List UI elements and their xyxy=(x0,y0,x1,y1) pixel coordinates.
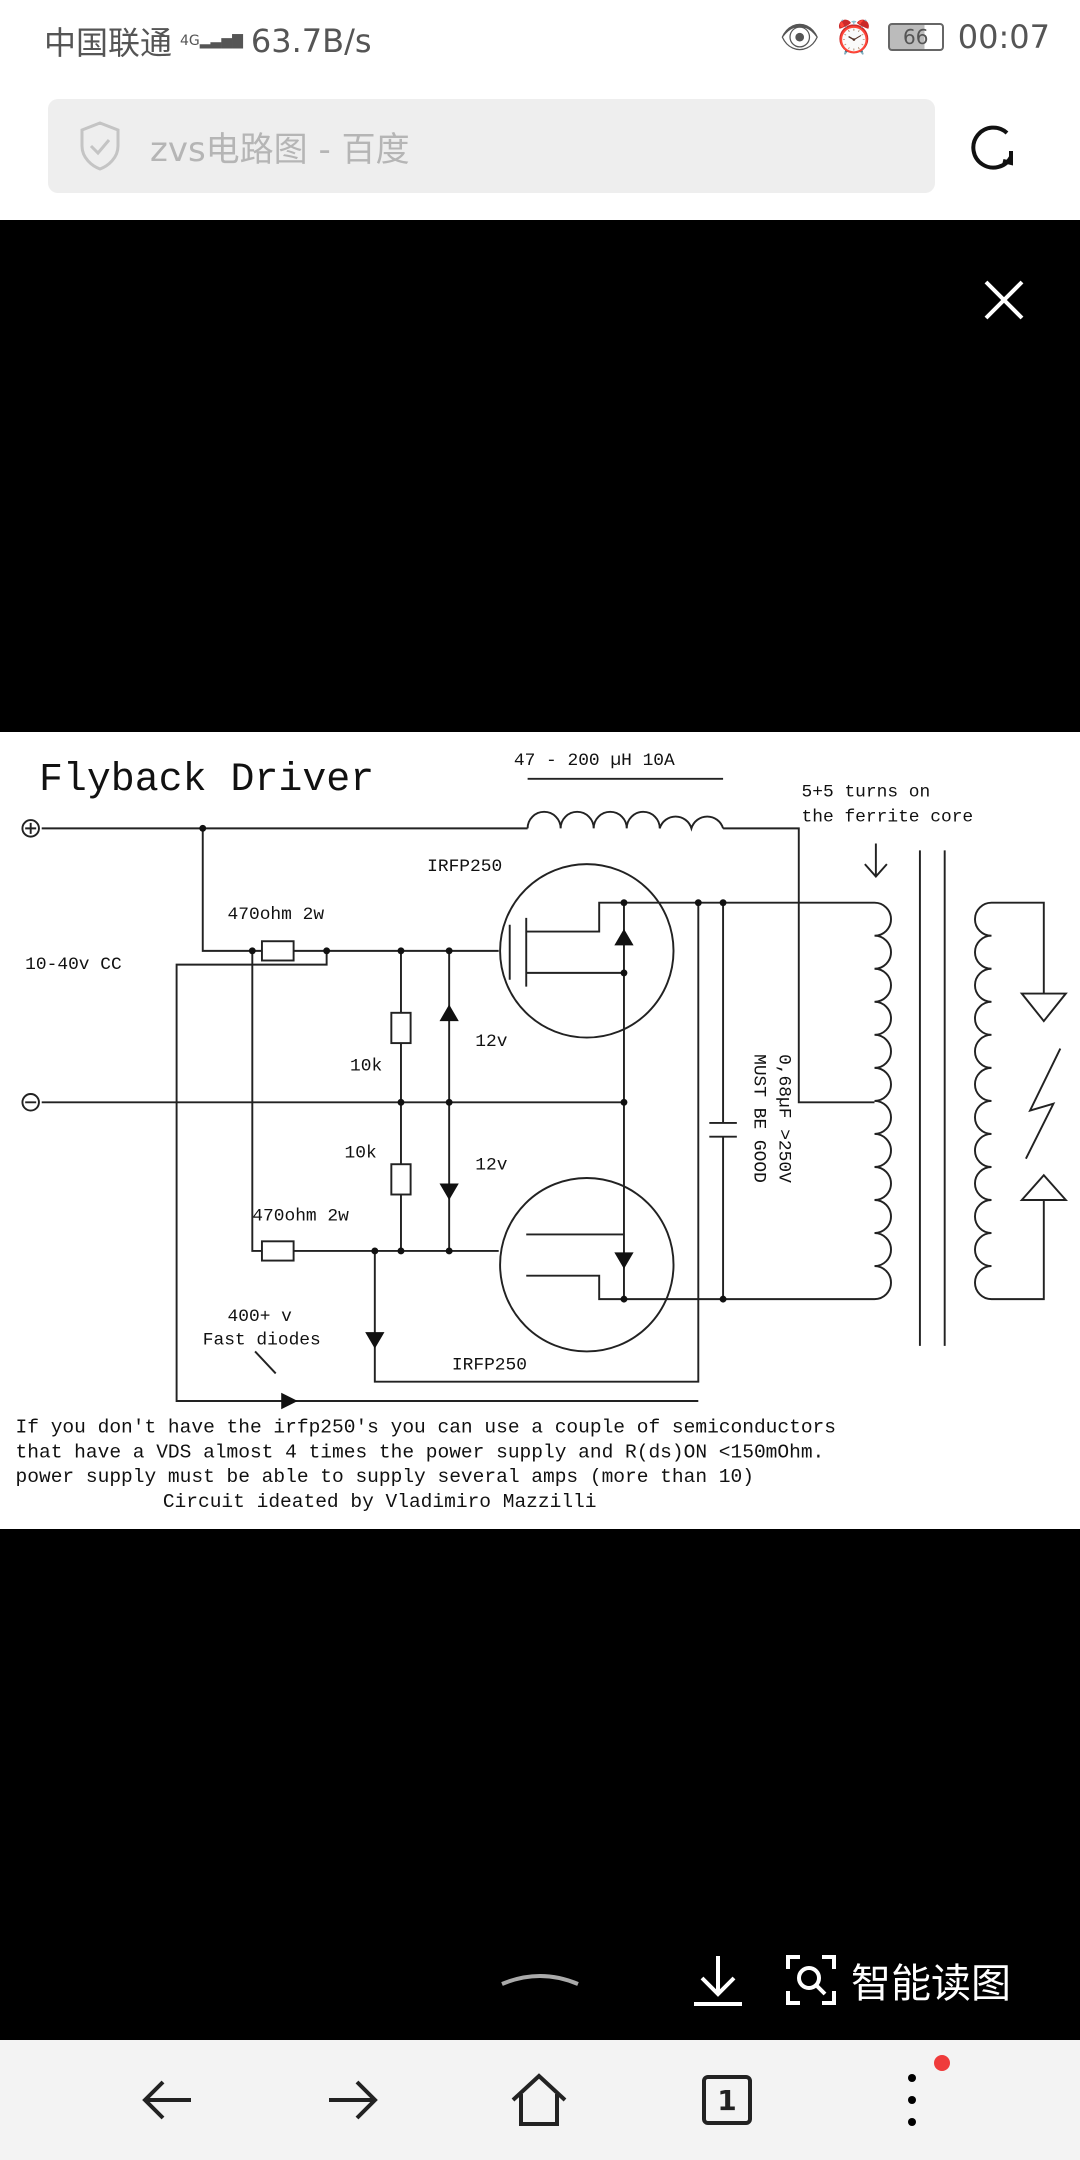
resistor-top-label: 470ohm 2w xyxy=(228,905,325,925)
forward-icon[interactable] xyxy=(323,2070,383,2130)
r10k-label-2: 10k xyxy=(345,1143,377,1163)
alarm-icon: ⏰ xyxy=(833,18,874,56)
note-line-1: If you don't have the irfp250's you can … xyxy=(16,1417,836,1439)
network-speed: 63.7B/s xyxy=(250,22,372,60)
shield-check-icon xyxy=(80,121,120,171)
diagram-title: Flyback Driver xyxy=(39,757,374,802)
capacitor-label-2: MUST BE GOOD xyxy=(749,1054,769,1183)
status-bar: 中国联通 4G▂▃▅▇ 63.7B/s 👁 ⏰ 66 00:07 xyxy=(0,0,1080,80)
url-bar[interactable]: zvs电路图 - 百度 xyxy=(48,99,935,193)
credit-line: Circuit ideated by Vladimiro Mazzilli xyxy=(163,1491,597,1513)
zener-label-2: 12v xyxy=(475,1156,507,1176)
mosfet-bottom-label: IRFP250 xyxy=(452,1355,527,1375)
signal-icon: 4G▂▃▅▇ xyxy=(180,33,243,49)
r10k-label-1: 10k xyxy=(350,1057,382,1077)
circuit-diagram: Flyback Driver 47 - 200 µH 10A 5+5 turns… xyxy=(16,751,1068,1513)
resistor-bottom-label: 470ohm 2w xyxy=(252,1207,349,1227)
menu-icon[interactable] xyxy=(882,2070,942,2130)
download-icon[interactable] xyxy=(690,1950,746,2010)
transformer-label-2: the ferrite core xyxy=(802,807,974,827)
tabs-button[interactable]: 1 xyxy=(702,2075,752,2125)
carrier: 中国联通 xyxy=(44,24,173,62)
scan-search-icon xyxy=(786,1955,836,2005)
note-line-3: power supply must be able to supply seve… xyxy=(16,1466,754,1488)
supply-label: 10-40v CC xyxy=(25,955,122,975)
battery-icon: 66 xyxy=(887,23,944,51)
notification-dot xyxy=(934,2055,950,2071)
zener-label-1: 12v xyxy=(475,1032,507,1052)
schematic-image[interactable]: Flyback Driver 47 - 200 µH 10A 5+5 turns… xyxy=(0,732,1080,1529)
note-line-2: that have a VDS almost 4 times the power… xyxy=(16,1441,825,1463)
bottom-nav: 1 xyxy=(0,2040,1080,2160)
smart-read-button[interactable]: 智能读图 xyxy=(785,1950,1011,2010)
inductor-label: 47 - 200 µH 10A xyxy=(514,751,675,771)
chevron-up-icon[interactable] xyxy=(500,1950,580,2010)
mosfet-top-label: IRFP250 xyxy=(427,857,502,877)
diodes-label-2: Fast diodes xyxy=(203,1331,321,1351)
capacitor-label-1: 0,68µF >250V xyxy=(774,1054,794,1183)
page-title: zvs电路图 - 百度 xyxy=(150,129,410,170)
close-icon[interactable] xyxy=(980,276,1028,324)
eye-icon: 👁 xyxy=(779,18,820,56)
diodes-label-1: 400+ v xyxy=(228,1307,293,1327)
smart-read-label: 智能读图 xyxy=(851,1961,1011,2007)
transformer-label-1: 5+5 turns on xyxy=(802,783,931,803)
home-icon[interactable] xyxy=(509,2070,569,2130)
refresh-icon[interactable] xyxy=(965,117,1025,177)
back-icon[interactable] xyxy=(137,2070,197,2130)
clock: 00:07 xyxy=(957,18,1050,56)
